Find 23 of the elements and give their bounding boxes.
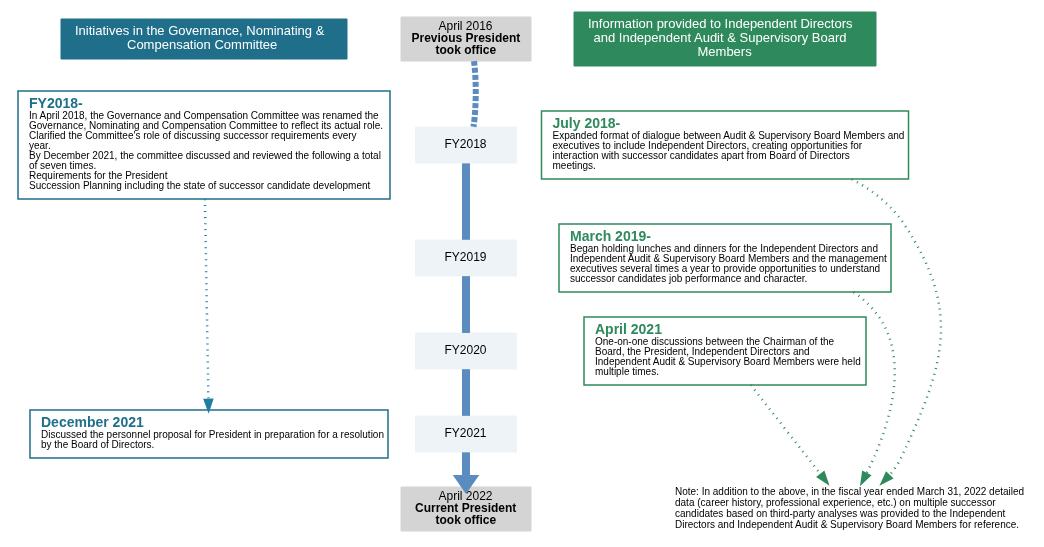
node-box: FY2018- In April 2018, the Governance and Compensation Committee was renamed the Governance, Nominating and Compensation Committee to reflect its actual role. Clarified the Committee's role of discussing successor requirements every year. By December 2021, the committee discussed and reviewed the following a total of seven times. Requirements for the President Succession Planning including the state of successor candidate development (16, 90, 391, 200)
connector (470, 60, 479, 128)
node-box: April 2016 Previous President took office (400, 16, 531, 62)
node-box: FY2018 (414, 126, 517, 164)
node-box: July 2018- Expanded format of dialogue between Audit & Supervisory Board Members and executives to include Independent Directors, creating opportunities for interaction with successor candidates apart from Board of Directors meetings. (540, 110, 909, 180)
arrow (850, 178, 942, 486)
node-box: FY2019 (414, 239, 517, 277)
node-box: Information provided to Independent Directors and Independent Audit & Supervisory Board Members (573, 11, 876, 67)
arrow (852, 291, 896, 487)
node-box: FY2020 (414, 332, 517, 370)
node-box: Initiatives in the Governance, Nominating & Compensation Committee (60, 18, 347, 60)
arrow (202, 199, 214, 414)
node-box: April 2022 Current President took office (400, 486, 531, 532)
connector (461, 369, 470, 416)
arrow (749, 384, 830, 486)
node-box: December 2021 Discussed the personnel proposal for President in preparation for a resolution by the Board of Directors. (28, 409, 389, 459)
arrow (452, 452, 479, 494)
node-text: Note: In addition to the above, in the fiscal year ended March 31, 2022 detailed data (career history, professional experience, etc.) on multiple successor candidates based on third-party analyses was provided to the Independent Directors and Independent Audit & Supervisory Board Members for reference. (674, 486, 1024, 530)
node-box: March 2019- Began holding lunches and dinners for the Independent Directors and Independent Audit & Supervisory Board Members and the management executives several times a year to provide opportunities to understand successor candidates job performance and character. (557, 223, 892, 293)
node-box: FY2021 (414, 415, 517, 453)
connector (461, 276, 470, 333)
connector (461, 163, 470, 240)
node-box: April 2021 One-on-one discussions between the Chairman of the Board, the President, Independent Directors and Independent Audit & Supervisory Board Members were held multiple times. (582, 316, 867, 386)
